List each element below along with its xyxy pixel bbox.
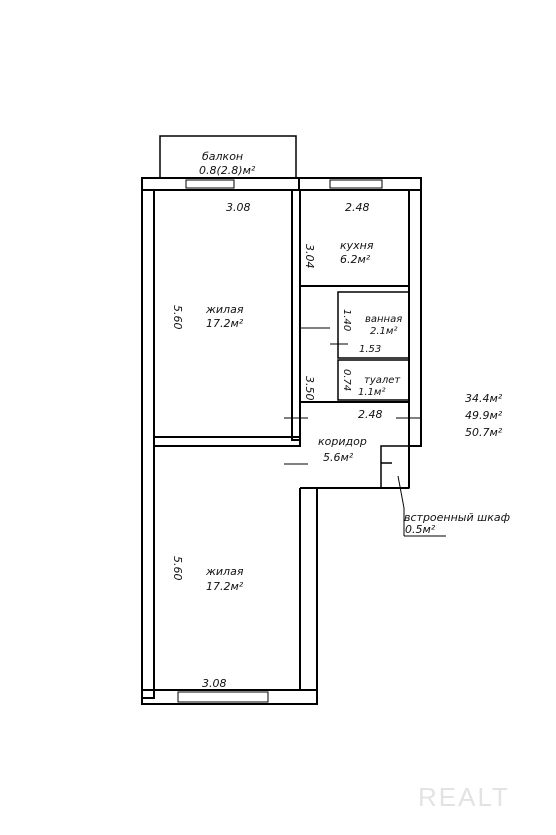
kitchen-length: 3.04 bbox=[303, 244, 316, 269]
corridor-length: 3.50 bbox=[303, 376, 316, 401]
living-bottom-width: 3.08 bbox=[202, 677, 227, 690]
kitchen-width: 2.48 bbox=[345, 201, 370, 214]
bathroom-area: 2.1м² bbox=[370, 326, 397, 337]
living-top-length: 5.60 bbox=[171, 305, 184, 330]
outer-wall-top-right bbox=[298, 177, 422, 191]
toilet-name: туалет bbox=[364, 375, 401, 386]
door-tick bbox=[397, 475, 405, 509]
bathroom-width: 1.53 bbox=[359, 344, 381, 355]
bathroom-block bbox=[337, 291, 410, 359]
watermark: REALT bbox=[418, 782, 510, 812]
window-living-bottom bbox=[177, 691, 269, 703]
balcony-area: 0.8(2.8)м² bbox=[199, 164, 256, 177]
balcony-name: балкон bbox=[202, 150, 243, 163]
windows bbox=[177, 179, 383, 703]
closet-box bbox=[380, 445, 410, 489]
partition-living-top-right bbox=[291, 189, 301, 441]
closet-name: встроенный шкаф bbox=[404, 511, 510, 524]
bathroom-length: 1.40 bbox=[341, 309, 352, 331]
total-area-1: 34.4м² bbox=[465, 392, 503, 405]
window-living-top bbox=[185, 179, 235, 189]
living-top-width: 3.08 bbox=[226, 201, 251, 214]
corridor-name: коридор bbox=[318, 435, 367, 448]
toilet-area: 1.1м² bbox=[358, 387, 385, 398]
partition-rooms-middle bbox=[153, 436, 301, 447]
living-bottom-name: жилая bbox=[205, 565, 244, 578]
corridor-width: 2.48 bbox=[358, 408, 383, 421]
closet-area: 0.5м² bbox=[405, 523, 436, 536]
corridor-area: 5.6м² bbox=[323, 451, 354, 464]
outer-wall-right-upper bbox=[408, 189, 422, 447]
toilet-block bbox=[337, 359, 410, 401]
living-top-name: жилая bbox=[205, 303, 244, 316]
kitchen-name: кухня bbox=[340, 239, 374, 252]
walls bbox=[141, 135, 422, 705]
kitchen-area: 6.2м² bbox=[340, 253, 371, 266]
living-top-area: 17.2м² bbox=[206, 317, 244, 330]
bathroom-name: ванная bbox=[365, 314, 402, 325]
outer-wall-left bbox=[141, 189, 155, 699]
door-ticks bbox=[284, 327, 446, 537]
total-area-2: 49.9м² bbox=[465, 409, 503, 422]
total-area-3: 50.7м² bbox=[465, 426, 503, 439]
living-bottom-length: 5.60 bbox=[171, 556, 184, 581]
toilet-length: 0.74 bbox=[341, 369, 352, 391]
living-bottom-area: 17.2м² bbox=[206, 580, 244, 593]
window-kitchen bbox=[329, 179, 383, 189]
labels: балкон 0.8(2.8)м² 3.08 5.60 жилая 17.2м²… bbox=[171, 150, 510, 812]
